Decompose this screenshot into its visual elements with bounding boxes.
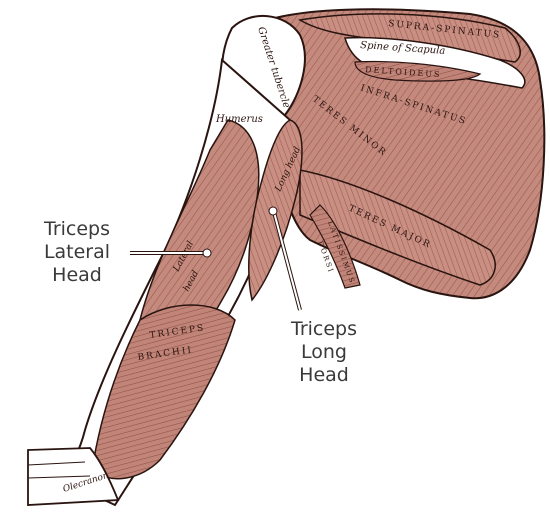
callout-long-line-1: Triceps — [291, 318, 357, 340]
forearm-line-1 — [27, 461, 86, 466]
callout-lateral-line-3: Head — [52, 264, 102, 286]
deltoideus-muscle — [354, 60, 482, 82]
teres-major-muscle — [299, 169, 496, 286]
callout-long-line-3: Head — [299, 364, 349, 386]
latissimus-dorsi-muscle — [309, 204, 361, 289]
triceps-brachii-belly — [91, 304, 236, 480]
callout-lateral-line-1: Triceps — [44, 218, 110, 240]
leader-dot-lateral — [202, 248, 212, 258]
callout-triceps-long-head: Triceps Long Head — [274, 318, 374, 387]
callout-triceps-lateral-head: Triceps Lateral Head — [30, 218, 124, 287]
leader-dot-long — [268, 206, 278, 216]
forearm-line-2 — [27, 475, 91, 479]
callout-lateral-line-2: Lateral — [43, 241, 111, 263]
callout-long-line-2: Long — [301, 341, 347, 363]
leader-line-long — [273, 211, 301, 311]
label-humerus: Humerus — [215, 114, 263, 125]
